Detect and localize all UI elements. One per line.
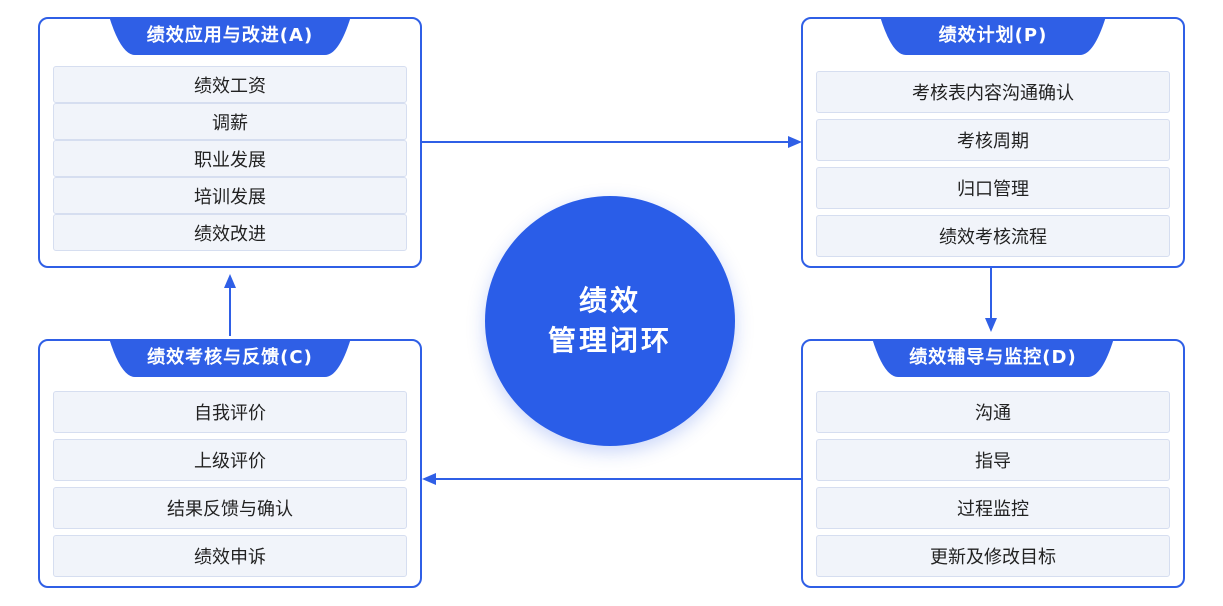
center-title-line1: 绩效: [578, 284, 641, 317]
panel-d-title: 绩效辅导与监控(D): [909, 347, 1077, 368]
panel-a-title: 绩效应用与改进(A): [146, 25, 314, 46]
panel-c-items: 自我评价 上级评价 结果反馈与确认 绩效申诉: [53, 391, 407, 577]
panel-p-header: 绩效计划(P): [803, 17, 1183, 55]
panel-a-header-shape: [109, 17, 351, 55]
list-item: 沟通: [816, 391, 1170, 433]
list-item: 绩效改进: [53, 214, 407, 251]
panel-p: 绩效计划(P) 考核表内容沟通确认 考核周期 归口管理 绩效考核流程: [801, 17, 1185, 268]
panel-c-title: 绩效考核与反馈(C): [147, 347, 313, 368]
panel-d-items: 沟通 指导 过程监控 更新及修改目标: [816, 391, 1170, 577]
list-item: 绩效考核流程: [816, 215, 1170, 257]
center-title-line2: 管理闭环: [547, 324, 672, 357]
panel-d-header-shape: [872, 339, 1114, 377]
list-item: 指导: [816, 439, 1170, 481]
list-item: 培训发展: [53, 177, 407, 214]
panel-p-title: 绩效计划(P): [938, 25, 1048, 46]
list-item: 绩效申诉: [53, 535, 407, 577]
panel-a-items: 绩效工资 调薪 职业发展 培训发展 绩效改进: [53, 66, 407, 251]
panel-a: 绩效应用与改进(A) 绩效工资 调薪 职业发展 培训发展 绩效改进: [38, 17, 422, 268]
list-item: 考核周期: [816, 119, 1170, 161]
list-item: 自我评价: [53, 391, 407, 433]
list-item: 调薪: [53, 103, 407, 140]
panel-p-header-shape: [880, 17, 1106, 55]
list-item: 归口管理: [816, 167, 1170, 209]
panel-c-header-shape: [109, 339, 351, 377]
center-circle: 绩效 管理闭环: [485, 196, 735, 446]
arrow-c-to-a: [224, 274, 236, 336]
panel-d-header: 绩效辅导与监控(D): [803, 339, 1183, 377]
panel-a-header: 绩效应用与改进(A): [40, 17, 420, 55]
panel-d: 绩效辅导与监控(D) 沟通 指导 过程监控 更新及修改目标: [801, 339, 1185, 588]
list-item: 职业发展: [53, 140, 407, 177]
list-item: 更新及修改目标: [816, 535, 1170, 577]
list-item: 结果反馈与确认: [53, 487, 407, 529]
list-item: 上级评价: [53, 439, 407, 481]
panel-c: 绩效考核与反馈(C) 自我评价 上级评价 结果反馈与确认 绩效申诉: [38, 339, 422, 588]
list-item: 过程监控: [816, 487, 1170, 529]
arrow-p-to-d: [985, 268, 997, 332]
arrow-d-to-c: [422, 473, 802, 485]
list-item: 考核表内容沟通确认: [816, 71, 1170, 113]
list-item: 绩效工资: [53, 66, 407, 103]
arrow-a-to-p: [422, 136, 802, 148]
panel-p-items: 考核表内容沟通确认 考核周期 归口管理 绩效考核流程: [816, 71, 1170, 257]
panel-c-header: 绩效考核与反馈(C): [40, 339, 420, 377]
